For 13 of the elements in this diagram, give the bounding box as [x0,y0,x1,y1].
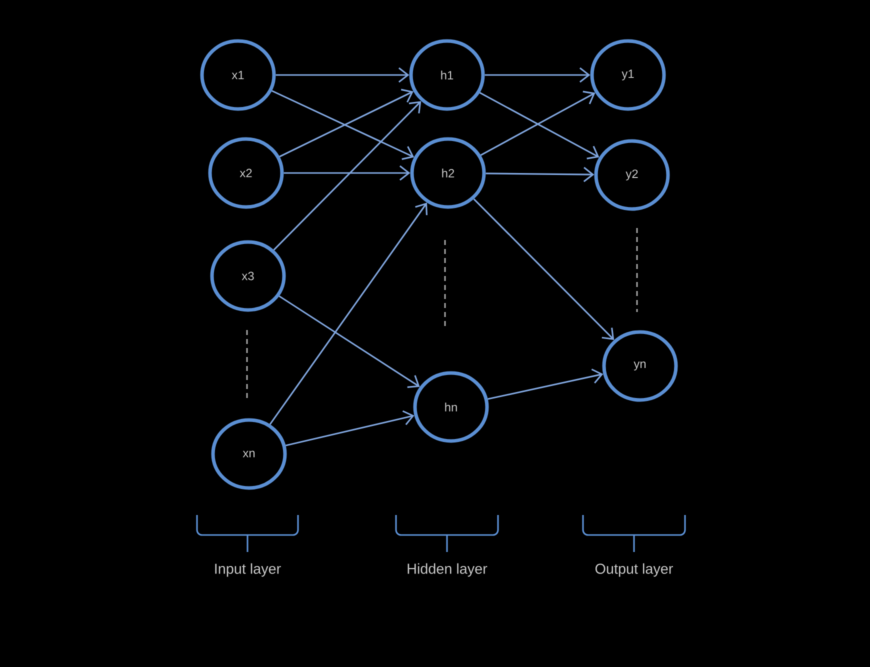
arrow [484,67,590,83]
layer-label: Input layer [215,563,281,577]
arrow [486,166,594,182]
layer-label: Hidden layer [408,563,488,577]
arrow [269,202,428,425]
arrow [278,295,420,388]
arrow [285,410,414,446]
arrow [284,165,410,181]
arrow [488,368,604,400]
arrow [273,101,422,250]
layer-label: Output layer [595,563,673,577]
arrow [276,67,410,83]
arrow [473,198,614,340]
